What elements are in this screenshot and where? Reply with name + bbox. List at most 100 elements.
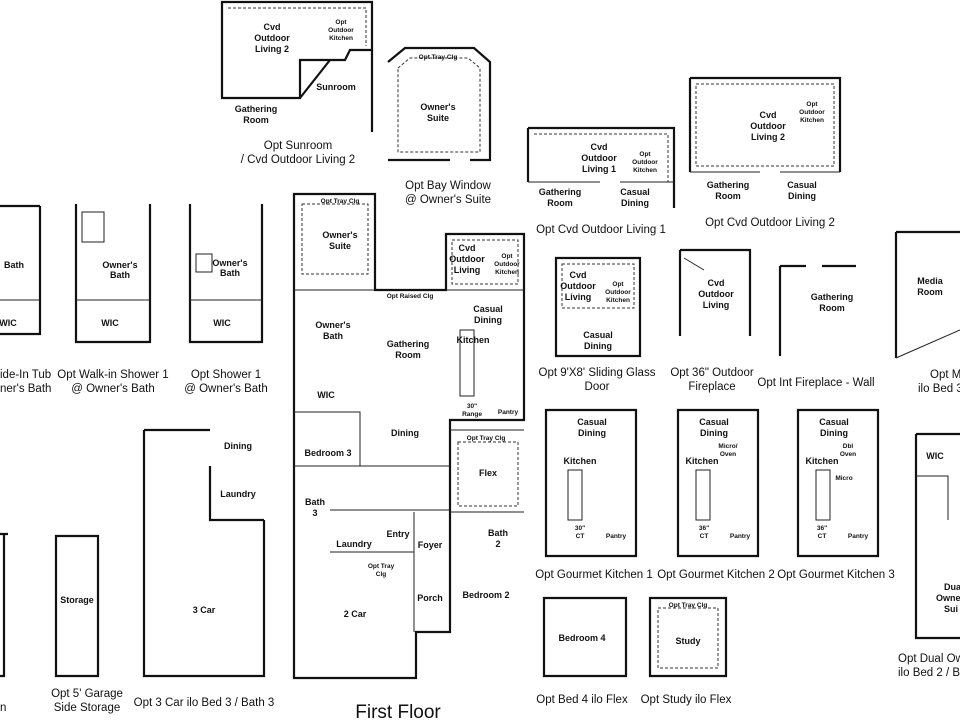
room-label: Living 2 xyxy=(751,132,785,142)
room-label: Opt Tray Clg xyxy=(419,54,458,61)
caption-edge: n xyxy=(0,702,6,714)
room-label: Cvd xyxy=(590,142,607,152)
room-label: Opt Tray Clg xyxy=(467,435,506,442)
room-label: Entry xyxy=(386,529,409,539)
room-label: Kitchen xyxy=(606,297,630,304)
caption-gk3: Opt Gourmet Kitchen 3 xyxy=(777,569,895,581)
caption-gk2: Opt Gourmet Kitchen 2 xyxy=(657,569,775,581)
room-label: WIC xyxy=(213,318,231,328)
room-label: Dining xyxy=(788,191,816,201)
room-label: Dining xyxy=(474,315,502,325)
room-label: 2 xyxy=(495,539,500,549)
room-label: Dining xyxy=(621,198,649,208)
caption-walkin: Opt Walk-in Shower 1 xyxy=(57,369,168,381)
room-label: Outdoor xyxy=(254,33,290,43)
room-label: Foyer xyxy=(418,540,443,550)
outdoor-options: Cvd Outdoor Living Opt Outdoor Kitchen C… xyxy=(539,230,960,395)
first-floor-plan: Opt Tray Clg Owner's Suite Cvd Outdoor L… xyxy=(292,192,526,720)
room-label: CT xyxy=(700,533,709,540)
room-label: Kitchen xyxy=(805,456,838,466)
room-label: Pantry xyxy=(730,533,751,540)
caption-text: @ Owner's Bath xyxy=(184,383,268,395)
room-label: 3 Car xyxy=(193,605,216,615)
room-label: Bedroom 3 xyxy=(304,448,351,458)
room-label: Gathering xyxy=(707,180,750,190)
caption-bay: Opt Bay Window xyxy=(405,180,491,192)
room-label: Clg xyxy=(376,571,387,578)
room-label: Living xyxy=(565,292,592,302)
caption-text: Fireplace xyxy=(688,381,735,393)
room-label: Oven xyxy=(720,451,736,458)
room-label: Owner's xyxy=(420,102,455,112)
caption-dual: Opt Dual Ow xyxy=(898,653,960,665)
room-label: WIC xyxy=(926,451,944,461)
room-label: Casual xyxy=(620,187,650,197)
room-label: Kitchen xyxy=(329,35,353,42)
room-label: 30" xyxy=(575,525,585,532)
room-label: Dining xyxy=(820,428,848,438)
room-label: Outdoor xyxy=(799,109,825,116)
room-label: Room xyxy=(547,198,573,208)
room-label: Storage xyxy=(60,595,94,605)
caption-fireplace: Opt 36" Outdoor xyxy=(670,367,754,379)
caption-text: / Cvd Outdoor Living 2 xyxy=(241,154,355,166)
caption-car3: Opt 3 Car ilo Bed 3 / Bath 3 xyxy=(134,697,275,709)
room-label: WIC xyxy=(101,318,119,328)
room-label: Bedroom 4 xyxy=(558,633,605,643)
caption-garage5: Opt 5' Garage xyxy=(51,688,123,700)
room-label: Outdoor xyxy=(328,27,354,34)
room-label: Room xyxy=(917,287,943,297)
caption-cvd1: Opt Cvd Outdoor Living 1 xyxy=(536,224,666,236)
room-label: Bedroom 2 xyxy=(462,590,509,600)
room-label: Suite xyxy=(427,113,449,123)
room-label: 36" xyxy=(817,525,827,532)
room-label: Opt xyxy=(806,101,818,108)
room-label: Pantry xyxy=(606,533,627,540)
room-label: Opt Tray Clg xyxy=(321,198,360,205)
room-label: Opt xyxy=(612,281,624,288)
room-label: Owner's xyxy=(102,260,137,270)
room-label: Room xyxy=(715,191,741,201)
room-label: Outdoor xyxy=(494,261,520,268)
room-label: Bath xyxy=(488,528,508,538)
room-label: CT xyxy=(818,533,827,540)
room-label: Pantry xyxy=(848,533,869,540)
room-label: Cvd xyxy=(458,243,475,253)
room-label: Opt xyxy=(639,151,651,158)
room-label: Outdoor xyxy=(605,289,631,296)
room-label: Kitchen xyxy=(633,167,657,174)
room-label: Opt xyxy=(501,253,513,260)
opt-cvd-outdoor-living-2-plan: Cvd Outdoor Living 2 Opt Outdoor Kitchen… xyxy=(688,76,842,229)
room-label: Casual xyxy=(577,417,607,427)
room-label: Living 1 xyxy=(582,164,616,174)
room-label: Bath xyxy=(4,260,24,270)
room-label: Dining xyxy=(584,341,612,351)
room-label: Gathering xyxy=(235,104,278,114)
caption-text: ilo Bed 3 xyxy=(918,383,960,395)
dual-owner-option: WIC Dua Owne Sui Opt Dual Ow ilo Bed 2 /… xyxy=(898,432,960,679)
room-label: Kitchen xyxy=(495,269,519,276)
room-label: Suite xyxy=(329,241,351,251)
room-label: Cvd xyxy=(707,278,724,288)
room-label: Living 2 xyxy=(255,44,289,54)
room-label: Opt xyxy=(335,19,347,26)
page-title: First Floor xyxy=(355,702,441,720)
room-label: Flex xyxy=(479,468,497,478)
room-label: WIC xyxy=(317,390,335,400)
room-label: Room xyxy=(395,350,421,360)
caption-text: Door xyxy=(585,381,610,393)
caption-sliding: Opt 9'X8' Sliding Glass xyxy=(539,367,656,379)
caption-text: @ Owner's Suite xyxy=(405,194,491,206)
room-label: Kitchen xyxy=(685,456,718,466)
room-label: Room xyxy=(819,303,845,313)
caption-study: Opt Study ilo Flex xyxy=(641,694,732,706)
caption-int-fire: Opt Int Fireplace - Wall xyxy=(757,377,874,389)
room-label: Laundry xyxy=(336,539,372,549)
room-label: Dining xyxy=(224,441,252,451)
room-label: Living xyxy=(454,265,481,275)
room-label: Bath xyxy=(220,268,240,278)
room-label: Outdoor xyxy=(581,153,617,163)
opt-bay-window-plan: Opt Tray Clg Owner's Suite Opt Bay Windo… xyxy=(387,46,492,206)
room-label: Cvd xyxy=(569,270,586,280)
